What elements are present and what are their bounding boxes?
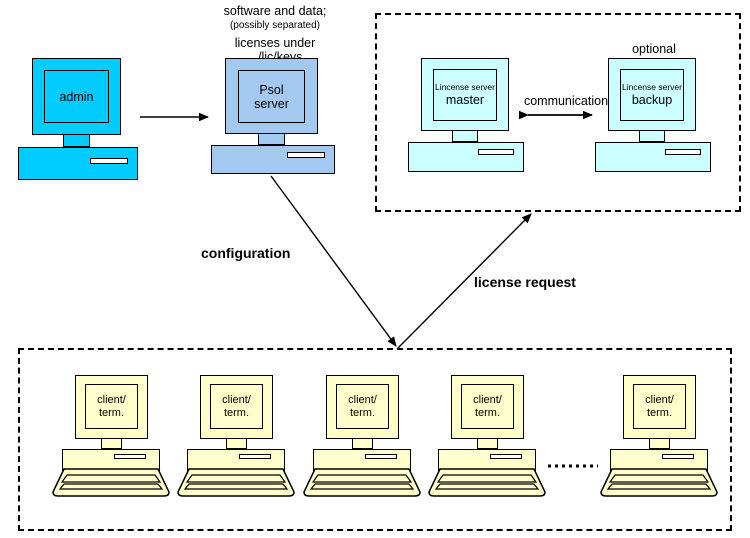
client-1-screen: client/ term. — [85, 384, 138, 429]
node-client-3[interactable]: client/ term. — [303, 375, 421, 497]
license-master-monitor-neck — [452, 131, 478, 142]
client-2-screen: client/ term. — [210, 384, 263, 429]
psol-screen: Psol server — [238, 70, 305, 123]
client-2-monitor-neck — [226, 439, 247, 449]
client-3-screen-line1: client/ — [348, 394, 377, 407]
client-4-screen: client/ term. — [461, 384, 514, 429]
node-license-backup[interactable]: Lincense server backup — [595, 58, 711, 174]
client-3-drive-slot-icon — [365, 454, 397, 459]
admin-screen: admin — [44, 70, 109, 123]
label-configuration: configuration — [201, 245, 291, 261]
label-communication: communication — [523, 94, 609, 108]
psol-screen-line1: Psol — [259, 82, 284, 97]
label-software-and-data: software and data; — [223, 4, 327, 18]
client-5-monitor-neck — [649, 439, 670, 449]
clients-group-box — [18, 348, 732, 531]
license-backup-screen-line2: backup — [631, 92, 673, 107]
license-backup-drive-slot-icon — [665, 149, 701, 155]
client-5-keyboard-icon — [600, 468, 718, 497]
client-1-screen-line2: term. — [98, 406, 125, 419]
client-1-screen-line1: client/ — [97, 394, 126, 407]
psol-drive-slot-icon — [287, 152, 325, 158]
label-optional: optional — [632, 42, 676, 56]
client-3-monitor-neck — [352, 439, 373, 449]
license-master-screen-line1: Lincense server — [434, 82, 495, 93]
node-client-5[interactable]: client/ term. — [600, 375, 718, 497]
license-backup-base — [595, 142, 711, 172]
client-4-screen-line1: client/ — [473, 394, 502, 407]
license-master-screen-line2: master — [445, 92, 485, 107]
client-1-drive-slot-icon — [114, 454, 146, 459]
client-2-drive-slot-icon — [239, 454, 271, 459]
client-1-keyboard-icon — [52, 468, 170, 497]
license-backup-screen: Lincense server backup — [620, 69, 684, 121]
admin-drive-slot-icon — [90, 158, 128, 164]
client-4-keyboard-icon — [428, 468, 546, 497]
client-3-keyboard-icon — [303, 468, 421, 497]
license-master-screen: Lincense server master — [433, 69, 497, 121]
node-psol-server[interactable]: Psol server — [211, 58, 335, 174]
license-master-drive-slot-icon — [478, 149, 514, 155]
client-3-screen: client/ term. — [336, 384, 389, 429]
client-2-screen-line1: client/ — [222, 394, 251, 407]
client-4-screen-line2: term. — [474, 406, 501, 419]
label-licenses-under: licenses under — [234, 36, 316, 50]
client-5-screen: client/ term. — [633, 384, 686, 429]
node-client-4[interactable]: client/ term. — [428, 375, 546, 497]
license-server-group-box — [375, 13, 741, 212]
client-5-drive-slot-icon — [662, 454, 694, 459]
client-5-screen-line1: client/ — [645, 394, 674, 407]
admin-screen-label: admin — [59, 89, 94, 104]
node-license-master[interactable]: Lincense server master — [408, 58, 524, 174]
client-2-screen-line2: term. — [223, 406, 250, 419]
client-3-screen-line2: term. — [349, 406, 376, 419]
psol-base — [211, 145, 335, 174]
client-5-screen-line2: term. — [646, 406, 673, 419]
psol-screen-line2: server — [254, 96, 289, 111]
client-4-drive-slot-icon — [490, 454, 522, 459]
psol-monitor-neck — [258, 134, 285, 145]
arrow-configuration — [270, 175, 397, 347]
license-backup-screen-line1: Lincense server — [621, 82, 682, 93]
license-master-base — [408, 142, 524, 172]
node-admin[interactable]: admin — [18, 58, 138, 180]
label-possibly-separated: (possibly separated) — [229, 20, 321, 31]
license-backup-monitor-neck — [639, 131, 665, 142]
client-2-keyboard-icon — [177, 468, 295, 497]
node-client-1[interactable]: client/ term. — [52, 375, 170, 497]
label-license-request: license request — [474, 274, 576, 290]
client-1-monitor-neck — [101, 439, 122, 449]
client-4-monitor-neck — [477, 439, 498, 449]
admin-monitor-neck — [63, 135, 90, 147]
node-client-2[interactable]: client/ term. — [177, 375, 295, 497]
arrow-license-request — [397, 213, 532, 349]
